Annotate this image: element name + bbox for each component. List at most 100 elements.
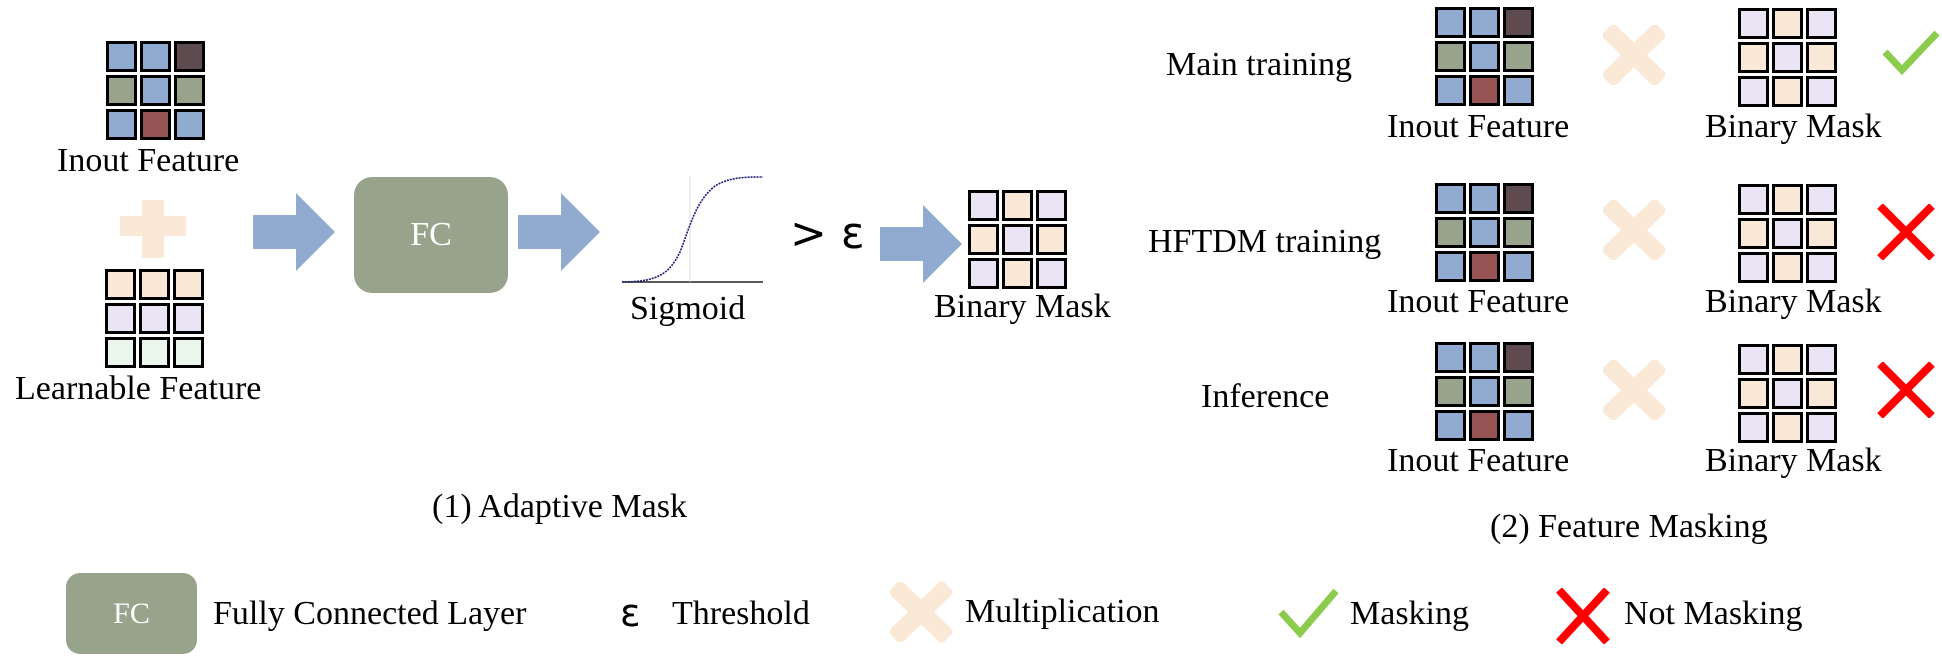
learnable-feature-grid [105, 269, 204, 368]
grid-cell-mint [105, 337, 136, 368]
grid-cell-lavender [1738, 344, 1769, 375]
legend-fc-label: FC [113, 596, 150, 630]
grid-cell-lavender [1036, 258, 1067, 289]
grid-cell-green [1503, 217, 1534, 248]
sigmoid-curve-icon [621, 176, 764, 283]
grid-cell-lavender [173, 303, 204, 334]
input-feature-grid [1435, 7, 1534, 106]
grid-cell-green [174, 75, 205, 106]
grid-cell-peach [105, 269, 136, 300]
grid-cell-lavender [1036, 190, 1067, 221]
row-label-hftdm-training: HFTDM training [1148, 223, 1382, 260]
grid-cell-green [1435, 217, 1466, 248]
learnable-feature-label: Learnable Feature [15, 370, 262, 407]
input-feature-grid [106, 41, 205, 140]
grid-cell-lavender [1806, 8, 1837, 39]
grid-cell-blue [1435, 75, 1466, 106]
grid-cell-blue [106, 109, 137, 140]
grid-cell-lavender [1738, 412, 1769, 443]
fc-layer-box: FC [354, 177, 508, 293]
arrow-right-icon [253, 193, 335, 271]
grid-cell-peach [1738, 218, 1769, 249]
grid-cell-peach [1806, 42, 1837, 73]
row-label-main-training: Main training [1166, 46, 1353, 83]
grid-cell-lavender [139, 303, 170, 334]
grid-cell-peach [1772, 412, 1803, 443]
legend-not-masking-x-icon [1556, 588, 1610, 644]
grid-cell-peach [1002, 258, 1033, 289]
grid-cell-mint [139, 337, 170, 368]
fc-label: FC [410, 216, 452, 253]
grid-cell-mint [173, 337, 204, 368]
legend-multiplication-text: Multiplication [965, 593, 1160, 630]
grid-cell-blue [1469, 376, 1500, 407]
binary-mask-label: Binary Mask [1705, 442, 1882, 479]
input-feature-label: Inout Feature [57, 142, 240, 179]
binary-mask-label: Binary Mask [1705, 108, 1882, 145]
grid-cell-lavender [968, 190, 999, 221]
row-label-inference: Inference [1201, 378, 1330, 415]
grid-cell-blue [1503, 251, 1534, 282]
feature-masking-caption: (2) Feature Masking [1490, 508, 1768, 545]
grid-cell-peach [1772, 8, 1803, 39]
grid-cell-peach [173, 269, 204, 300]
grid-cell-peach [1772, 252, 1803, 283]
legend-multiply-icon [890, 582, 952, 642]
grid-cell-lavender [1738, 252, 1769, 283]
grid-cell-lavender [105, 303, 136, 334]
input-feature-label: Inout Feature [1387, 442, 1570, 479]
grid-cell-peach [1738, 42, 1769, 73]
grid-cell-lavender [1002, 224, 1033, 255]
binary-mask-grid [1738, 344, 1837, 443]
grid-cell-lavender [1806, 412, 1837, 443]
grid-cell-lavender [1738, 184, 1769, 215]
grid-cell-blue [1469, 342, 1500, 373]
grid-cell-blue [1469, 7, 1500, 38]
grid-cell-red [1469, 251, 1500, 282]
grid-cell-red [140, 109, 171, 140]
grid-cell-green [1435, 376, 1466, 407]
grid-cell-green [1503, 41, 1534, 72]
grid-cell-peach [1002, 190, 1033, 221]
arrow-right-icon [518, 193, 600, 271]
grid-cell-peach [139, 269, 170, 300]
multiply-icon [1603, 25, 1665, 85]
check-icon [1882, 30, 1940, 76]
legend-epsilon-icon: ε [620, 591, 641, 635]
grid-cell-blue [1435, 183, 1466, 214]
multiply-icon [1603, 360, 1665, 420]
grid-cell-blue [1503, 75, 1534, 106]
grid-cell-blue [1503, 410, 1534, 441]
grid-cell-blue [1435, 342, 1466, 373]
legend-fc-box: FC [66, 573, 197, 654]
grid-cell-lavender [1772, 378, 1803, 409]
grid-cell-blue [1469, 183, 1500, 214]
input-feature-label: Inout Feature [1387, 108, 1570, 145]
grid-cell-blue [174, 109, 205, 140]
grid-cell-lavender [1738, 76, 1769, 107]
grid-cell-lavender [1806, 344, 1837, 375]
grid-cell-peach [1036, 224, 1067, 255]
grid-cell-blue [140, 75, 171, 106]
grid-cell-lavender [1806, 76, 1837, 107]
sigmoid-label: Sigmoid [630, 290, 746, 327]
grid-cell-dark [1503, 342, 1534, 373]
grid-cell-peach [1806, 378, 1837, 409]
adaptive-mask-caption: (1) Adaptive Mask [432, 488, 687, 525]
threshold-expression: > ε [790, 208, 865, 259]
grid-cell-lavender [1772, 218, 1803, 249]
grid-cell-peach [1738, 378, 1769, 409]
grid-cell-green [1435, 41, 1466, 72]
not-masking-x-icon [1877, 204, 1935, 260]
input-feature-grid [1435, 183, 1534, 282]
grid-cell-dark [1503, 7, 1534, 38]
grid-cell-green [1503, 376, 1534, 407]
grid-cell-peach [968, 224, 999, 255]
legend-fc-text: Fully Connected Layer [213, 595, 527, 632]
multiply-icon [1603, 200, 1665, 260]
input-feature-label: Inout Feature [1387, 283, 1570, 320]
grid-cell-green [106, 75, 137, 106]
grid-cell-blue [1469, 217, 1500, 248]
grid-cell-peach [1772, 344, 1803, 375]
grid-cell-red [1469, 410, 1500, 441]
